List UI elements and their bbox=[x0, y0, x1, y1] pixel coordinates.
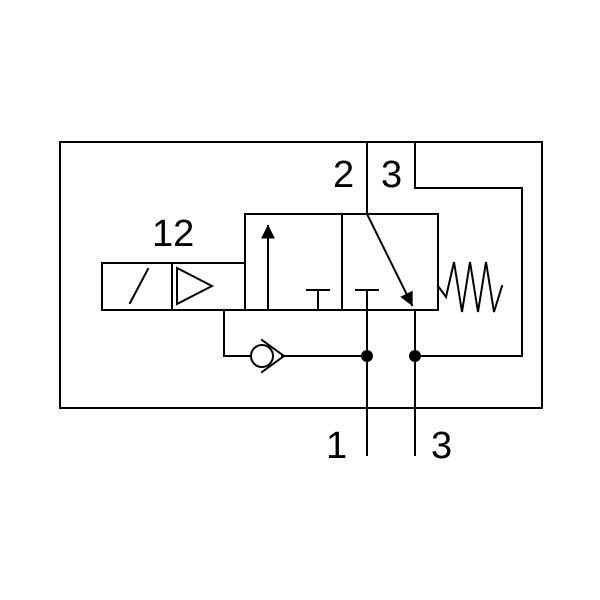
port-1-label: 1 bbox=[326, 425, 347, 467]
housing-outline bbox=[59, 141, 543, 409]
port-3-top-label: 3 bbox=[381, 154, 402, 196]
check-valve-icon bbox=[250, 338, 286, 374]
return-spring-icon bbox=[436, 261, 504, 313]
junction-dot-exhaust bbox=[409, 350, 421, 362]
junction-dot-supply bbox=[361, 350, 373, 362]
port-2-label: 2 bbox=[333, 154, 354, 196]
valve-body bbox=[244, 213, 439, 311]
position-actuated bbox=[261, 224, 330, 311]
port-3-exhaust-line bbox=[414, 141, 523, 357]
pilot-port-label: 12 bbox=[152, 213, 194, 255]
solenoid-actuator bbox=[101, 262, 246, 311]
port-3-bottom-label: 3 bbox=[431, 425, 452, 467]
pilot-supply-line bbox=[223, 309, 251, 357]
position-rest bbox=[355, 212, 414, 311]
